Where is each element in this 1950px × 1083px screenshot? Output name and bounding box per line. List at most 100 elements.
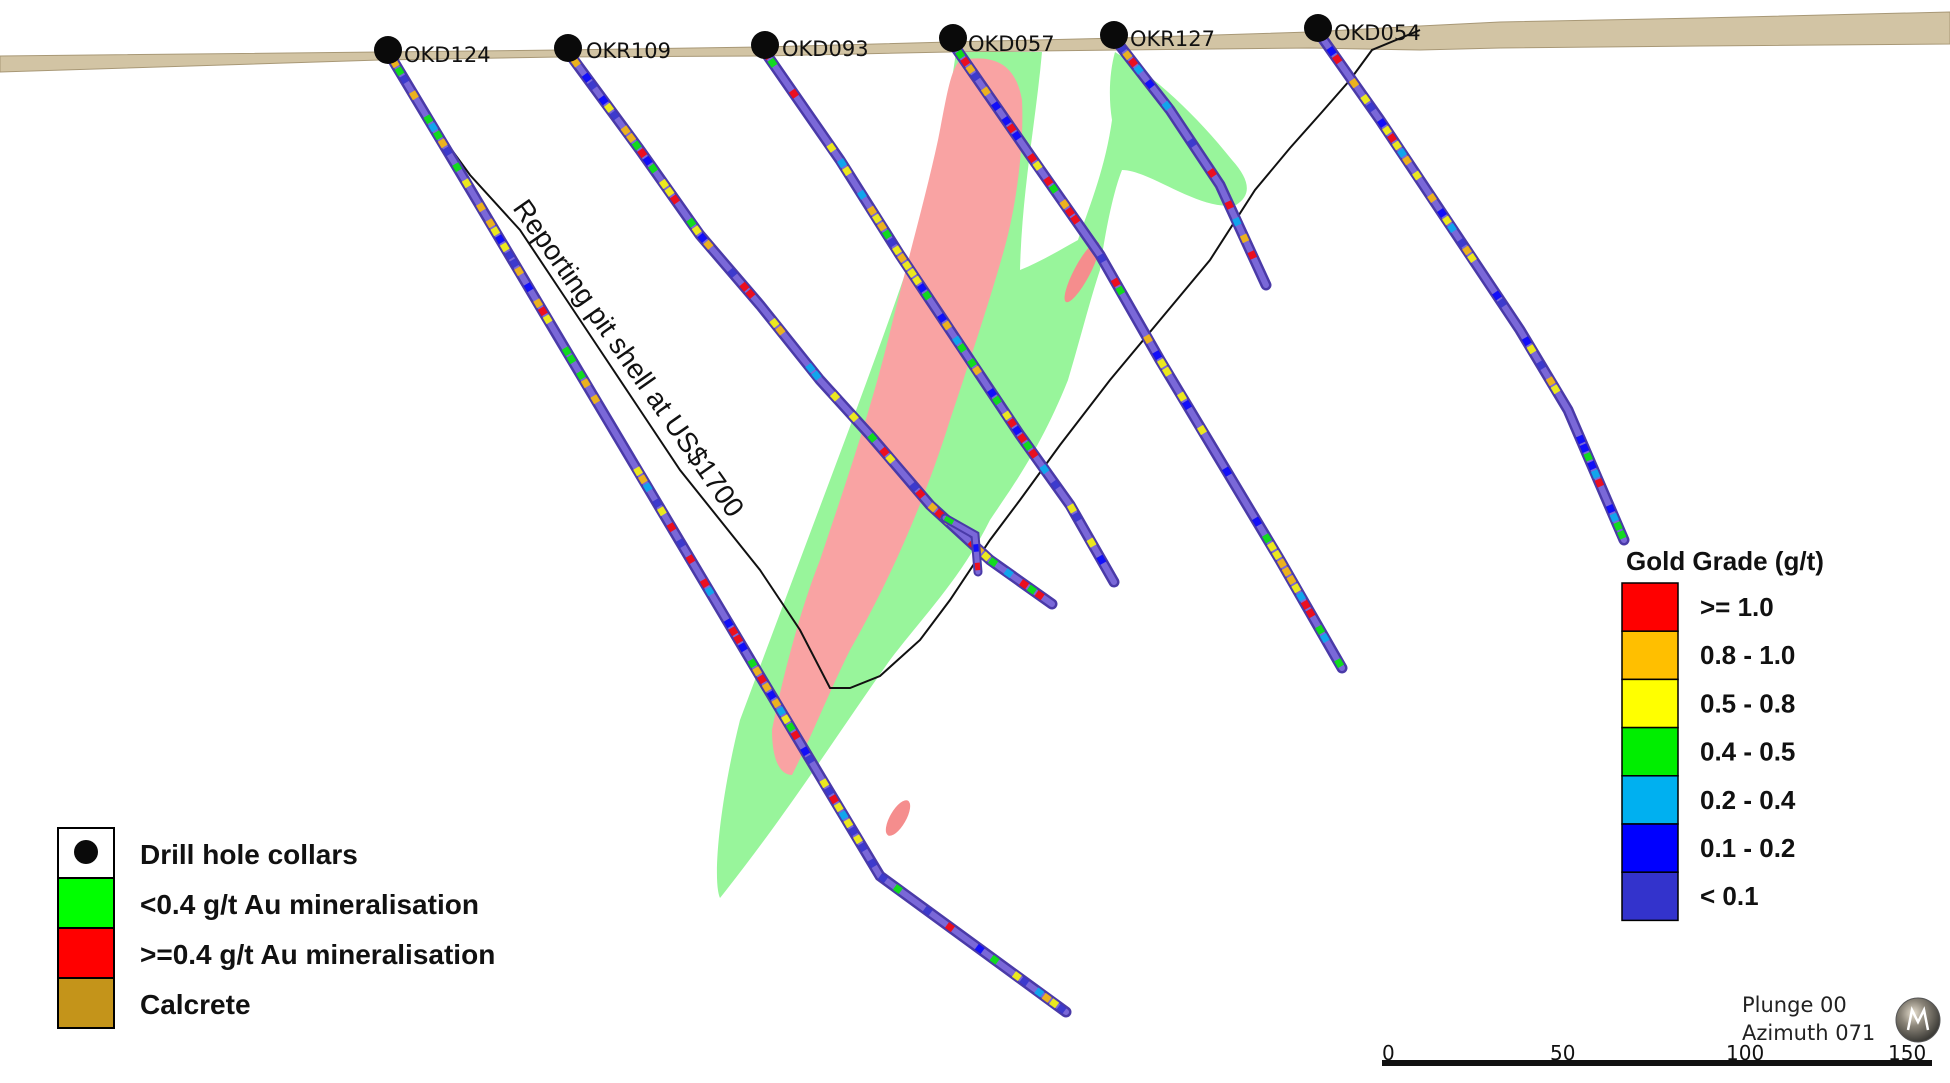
grade-interval bbox=[642, 482, 653, 493]
grade-interval bbox=[877, 221, 887, 232]
grade-interval bbox=[570, 57, 581, 68]
orientation-info: Plunge 00 Azimuth 071 bbox=[1742, 993, 1941, 1045]
grade-interval bbox=[1034, 590, 1045, 601]
grade-interval bbox=[987, 557, 999, 568]
collar-label: OKD093 bbox=[782, 37, 869, 61]
grade-interval bbox=[1050, 479, 1061, 490]
grade-interval bbox=[1457, 238, 1467, 248]
grade-interval bbox=[955, 49, 966, 60]
grade-interval bbox=[885, 453, 896, 464]
collar-okd057[interactable]: OKD057 bbox=[939, 24, 1055, 56]
legend-swatch-calcrete bbox=[57, 977, 115, 1029]
grade-interval bbox=[476, 202, 486, 213]
collar-okr127[interactable]: OKR127 bbox=[1100, 21, 1215, 51]
grade-interval bbox=[423, 114, 434, 125]
grade-interval bbox=[1017, 432, 1028, 444]
view-orientation-ball-icon[interactable] bbox=[1895, 997, 1941, 1043]
grade-interval bbox=[587, 80, 598, 91]
grade-interval bbox=[974, 943, 985, 954]
grade-interval bbox=[1003, 568, 1014, 579]
collar-okr109[interactable]: OKR109 bbox=[554, 34, 671, 63]
grade-interval bbox=[879, 446, 890, 457]
grade-interval bbox=[656, 506, 667, 517]
grade-interval bbox=[1043, 176, 1054, 187]
grade-interval bbox=[1305, 608, 1316, 619]
grade-interval bbox=[824, 786, 835, 797]
grade-interval bbox=[637, 474, 648, 485]
grade-interval bbox=[664, 186, 675, 197]
grade-interval bbox=[811, 370, 822, 381]
grade-interval bbox=[461, 178, 472, 189]
grade-interval bbox=[691, 225, 702, 236]
grade-legend-title: Gold Grade (g/t) bbox=[1626, 546, 1824, 576]
grade-interval bbox=[1133, 64, 1144, 75]
collar-label: OKR127 bbox=[1130, 27, 1215, 51]
grade-swatch bbox=[1621, 678, 1679, 729]
grade-interval bbox=[1152, 350, 1163, 361]
grade-bin-label: 0.5 - 0.8 bbox=[1700, 688, 1795, 718]
grade-interval bbox=[805, 362, 816, 374]
grade-interval bbox=[1550, 384, 1561, 395]
grade-interval bbox=[1360, 93, 1371, 105]
grade-interval bbox=[1382, 125, 1392, 136]
grade-interval bbox=[1462, 245, 1472, 256]
grade-interval bbox=[704, 586, 715, 597]
gold-grade-legend: Gold Grade (g/t) >= 1.00.8 - 1.00.5 - 0.… bbox=[1621, 546, 1824, 922]
grade-interval bbox=[1064, 206, 1075, 218]
grade-interval bbox=[1176, 391, 1188, 402]
grade-interval bbox=[848, 412, 859, 423]
pit-shell-outline bbox=[387, 29, 1421, 689]
grade-swatch bbox=[1621, 582, 1679, 632]
collar-okd124[interactable]: OKD124 bbox=[374, 36, 491, 67]
collar-dot-icon bbox=[74, 840, 98, 864]
grade-interval bbox=[1048, 183, 1059, 194]
grade-interval bbox=[1575, 434, 1586, 445]
grade-interval bbox=[1144, 79, 1155, 90]
azimuth-label: Azimuth 071 bbox=[1742, 1021, 1875, 1045]
grade-interval bbox=[1056, 1003, 1067, 1014]
grade-interval bbox=[1011, 971, 1022, 982]
grade-interval bbox=[1300, 599, 1311, 610]
grade-interval bbox=[1605, 503, 1616, 514]
grade-interval bbox=[580, 378, 591, 389]
grade-interval bbox=[633, 466, 644, 477]
grade-interval bbox=[1291, 583, 1302, 594]
collar-okd054[interactable]: OKD054 bbox=[1304, 14, 1421, 45]
grade-interval bbox=[747, 658, 758, 669]
grade-interval bbox=[942, 320, 952, 331]
grade-interval bbox=[428, 122, 439, 133]
grade-interval bbox=[1281, 566, 1292, 577]
grade-interval bbox=[745, 288, 756, 299]
grade-interval bbox=[1110, 277, 1121, 288]
grade-interval bbox=[697, 232, 708, 243]
grade-interval bbox=[408, 90, 419, 101]
grade-interval bbox=[1526, 344, 1537, 355]
grade-interval bbox=[838, 810, 849, 821]
grade-interval bbox=[1232, 216, 1242, 227]
collar-label: OKD057 bbox=[968, 32, 1055, 56]
grade-interval bbox=[686, 217, 697, 228]
grade-interval bbox=[1161, 100, 1172, 111]
grade-interval bbox=[490, 226, 501, 237]
grade-interval bbox=[1590, 469, 1601, 479]
grade-interval bbox=[922, 905, 933, 916]
grade-interval bbox=[804, 754, 815, 765]
grade-interval bbox=[917, 283, 927, 293]
grade-interval bbox=[1181, 399, 1193, 411]
grade-interval bbox=[1296, 591, 1306, 602]
grade-interval bbox=[504, 250, 515, 261]
collar-okd093[interactable]: OKD093 bbox=[751, 31, 869, 61]
grade-interval bbox=[1467, 253, 1477, 263]
grade-interval bbox=[843, 818, 854, 829]
grade-interval bbox=[1497, 298, 1507, 308]
grade-interval bbox=[826, 142, 837, 153]
grade-interval bbox=[957, 343, 967, 353]
grade-interval bbox=[1071, 511, 1082, 523]
scale-tick-150: 150 bbox=[1888, 1041, 1926, 1065]
grade-interval bbox=[637, 147, 648, 159]
grade-interval bbox=[1018, 579, 1030, 590]
drill-hole-trace[interactable] bbox=[1312, 26, 1630, 546]
grade-interval bbox=[581, 72, 592, 83]
grade-interval bbox=[669, 194, 680, 205]
grade-interval bbox=[1224, 200, 1234, 210]
